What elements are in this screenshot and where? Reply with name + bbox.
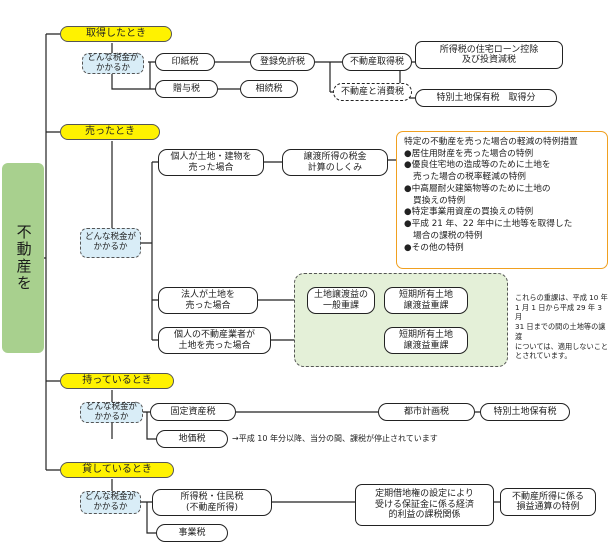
registration-tax-box: 登録免許税 [250, 53, 315, 71]
consumption-tax-box: 不動産と消費税 [333, 83, 412, 101]
individual-sale-box: 個人が土地・建物を 売った場合 [158, 149, 264, 176]
special-item: 場合の課税の特例 [413, 230, 483, 241]
category-lend: 貸しているとき [60, 462, 174, 478]
category-sell: 売ったとき [60, 124, 160, 140]
special-item: ●優良住宅地の造成等のために土地を [404, 160, 551, 171]
real-estate-business-sale-box: 個人の不動産業者が 土地を売った場合 [158, 327, 271, 354]
tax-label-sell: どんな税金が かかるか [80, 228, 141, 258]
tax-label-acquire: どんな税金が かかるか [82, 53, 144, 74]
capital-gains-calc-box: 譲渡所得の税金 計算のしくみ [282, 149, 388, 176]
special-land-holding-tax-box: 特別土地保有税 [480, 403, 570, 421]
corporate-sale-box: 法人が土地を 売った場合 [158, 287, 258, 314]
loss-offset-box: 不動産所得に係る 損益通算の特例 [500, 488, 596, 516]
stamp-tax-box: 印紙税 [155, 53, 215, 71]
short-term-heavy-tax-box: 短期所有土地 譲渡益重課 [384, 327, 468, 354]
special-item: ●その他の特例 [404, 242, 464, 253]
income-resident-tax-box: 所得税・住民税 (不動産所得) [152, 489, 272, 516]
special-item: ●居住用財産を売った場合の特例 [404, 148, 534, 159]
inheritance-tax-box: 相続税 [240, 80, 298, 98]
special-land-holding-acquire-box: 特別土地保有税 取得分 [415, 89, 557, 107]
tax-label-hold: どんな税金が かかるか [80, 402, 143, 423]
tax-label-lend: どんな税金が かかるか [80, 491, 141, 514]
business-tax-box: 事業税 [156, 524, 228, 542]
category-acquire: 取得したとき [60, 26, 172, 42]
root-label: 不動産を [2, 163, 44, 353]
gift-tax-box: 贈与税 [155, 80, 218, 98]
housing-loan-deduction-box: 所得税の住宅ローン控除 及び投資減税 [415, 41, 563, 69]
special-item: 売った場合の税率軽減の特例 [413, 172, 526, 183]
special-measures-title: 特定の不動産を売った場合の軽減の特例措置 [404, 137, 578, 147]
heavy-tax-suspension-note: これらの重課は、平成 10 年 1 月 1 日から平成 29 年 3 月 31 … [515, 293, 609, 361]
special-item: 買換えの特例 [413, 195, 466, 206]
category-hold: 持っているとき [60, 373, 174, 389]
land-value-tax-box: 地価税 [156, 430, 228, 448]
short-term-heavy-tax-box: 短期所有土地 譲渡益重課 [384, 287, 468, 314]
special-item: ●特定事業用資産の買換えの特例 [404, 207, 534, 218]
city-planning-tax-box: 都市計画税 [378, 403, 475, 421]
fixed-asset-tax-box: 固定資産税 [150, 403, 236, 421]
special-item: ●中高層耐火建築物等のために土地の [404, 183, 551, 194]
land-transfer-general-box: 土地譲渡益の 一般重課 [307, 287, 375, 314]
special-item: ●平成 21 年、22 年中に土地等を取得した [404, 219, 573, 230]
real-estate-acquisition-tax-box: 不動産取得税 [342, 53, 412, 71]
special-measures-box: 特定の不動産を売った場合の軽減の特例措置 ●居住用財産を売った場合の特例 ●優良… [396, 131, 608, 269]
land-value-tax-note: →平成 10 年分以降、当分の間、課税が停止されています [232, 434, 438, 443]
fixed-leasehold-box: 定期借地権の設定により 受ける保証金に係る経済 的利益の課税関係 [355, 484, 494, 526]
